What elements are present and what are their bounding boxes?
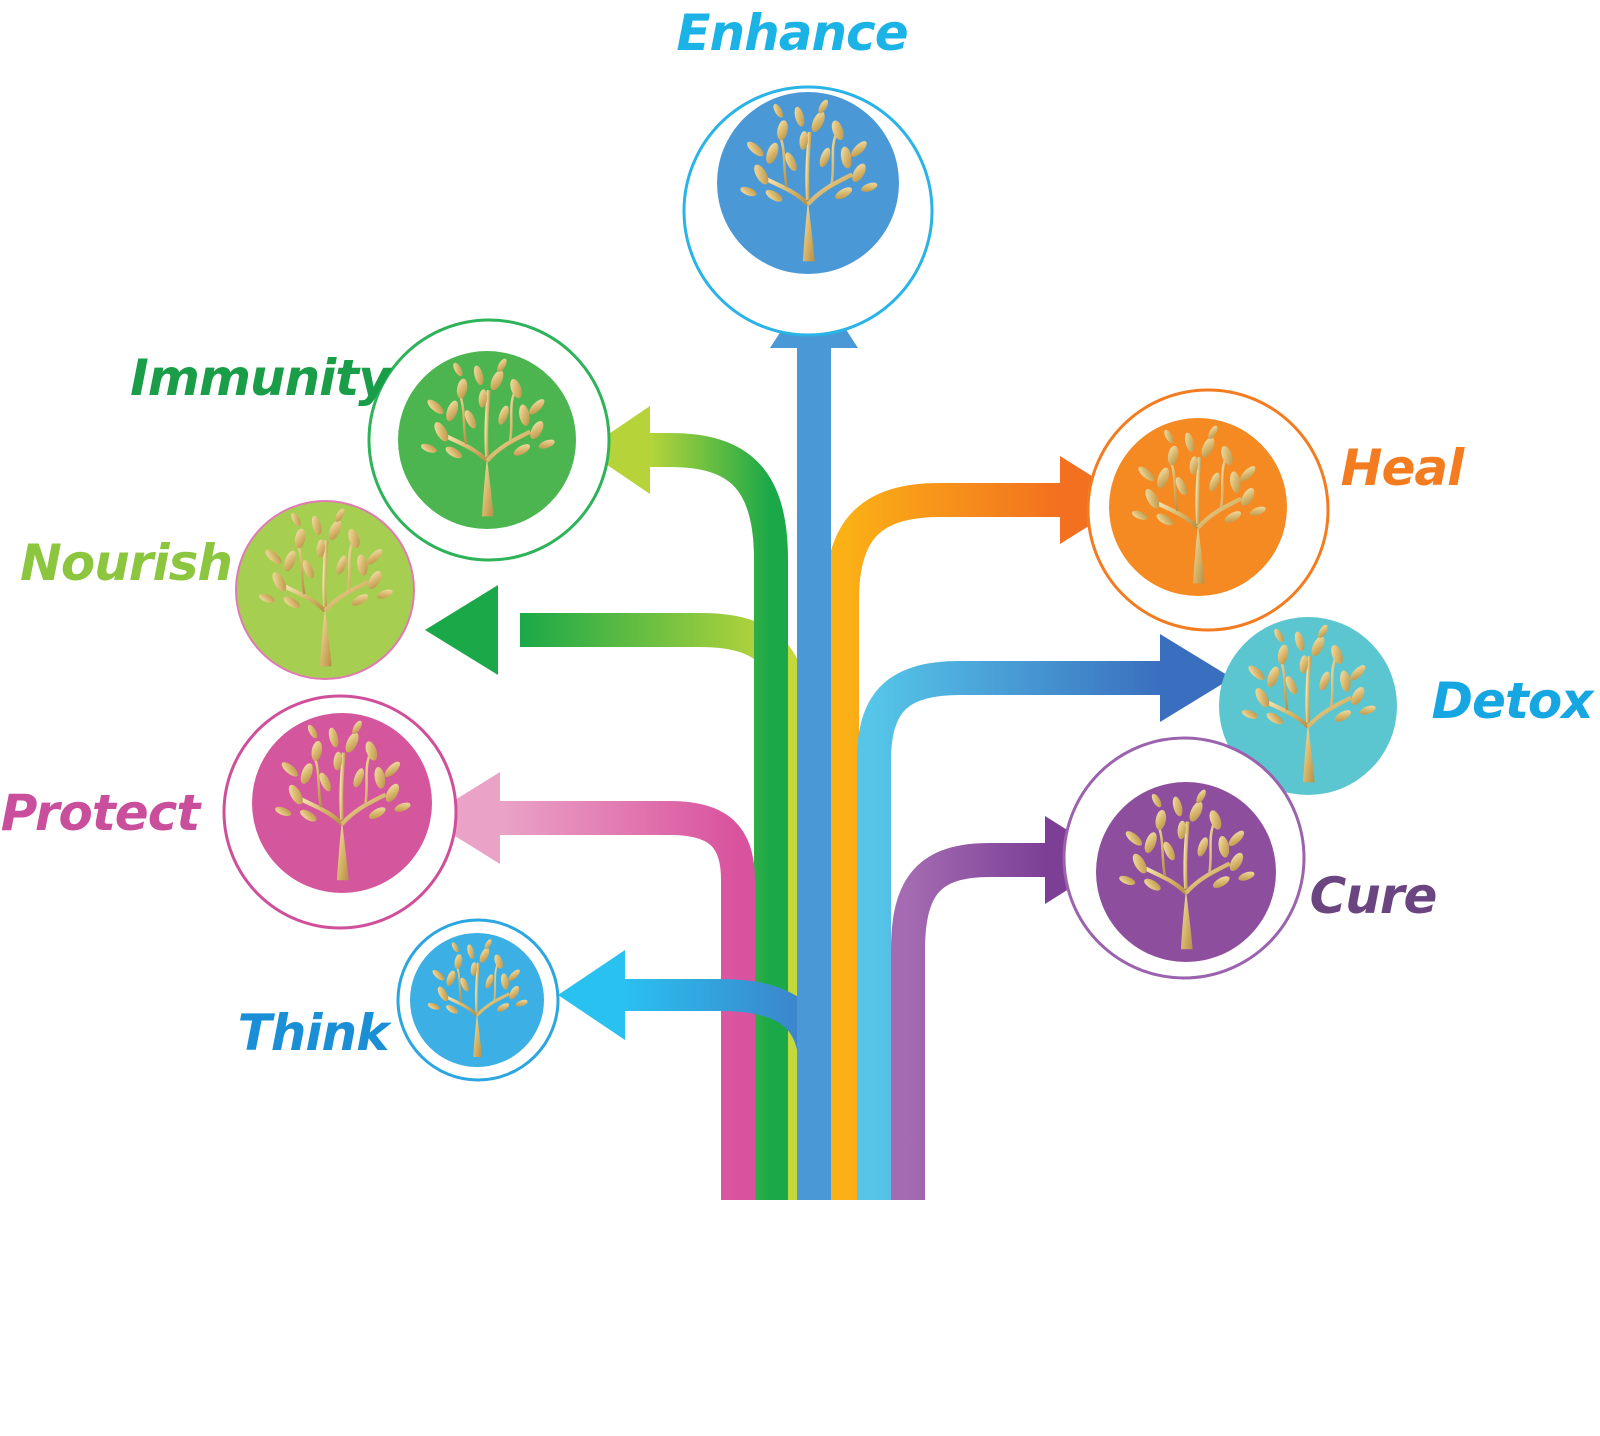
node-detox <box>1219 617 1397 795</box>
label-cure: Cure <box>1310 867 1437 925</box>
label-detox: Detox <box>1432 672 1596 730</box>
node-enhance <box>682 87 934 337</box>
arrow-enhance <box>797 340 831 1200</box>
node-think <box>398 920 560 1080</box>
label-enhance: Enhance <box>676 4 907 62</box>
label-think: Think <box>238 1004 392 1062</box>
arrow-detox-head <box>1160 634 1232 722</box>
arrow-immunity <box>650 433 788 1200</box>
arrow-protect-head <box>426 772 500 864</box>
node-heal <box>1086 390 1330 632</box>
node-immunity <box>367 320 611 562</box>
node-cure <box>1062 736 1306 978</box>
arrow-nourish-head <box>425 585 498 675</box>
label-heal: Heal <box>1341 439 1465 497</box>
label-nourish: Nourish <box>20 534 232 592</box>
label-protect: Protect <box>1 784 203 842</box>
branch-arrows <box>425 280 1232 1200</box>
arrow-cure <box>891 843 1045 1200</box>
arrow-immunity-head <box>585 406 650 494</box>
arrow-protect <box>500 801 755 1200</box>
arrow-heal <box>825 483 1060 1200</box>
label-immunity: Immunity <box>130 349 393 407</box>
arrow-think-head <box>558 950 625 1040</box>
arrow-detox <box>857 661 1160 1200</box>
node-nourish <box>236 501 414 679</box>
node-protect <box>222 696 458 930</box>
